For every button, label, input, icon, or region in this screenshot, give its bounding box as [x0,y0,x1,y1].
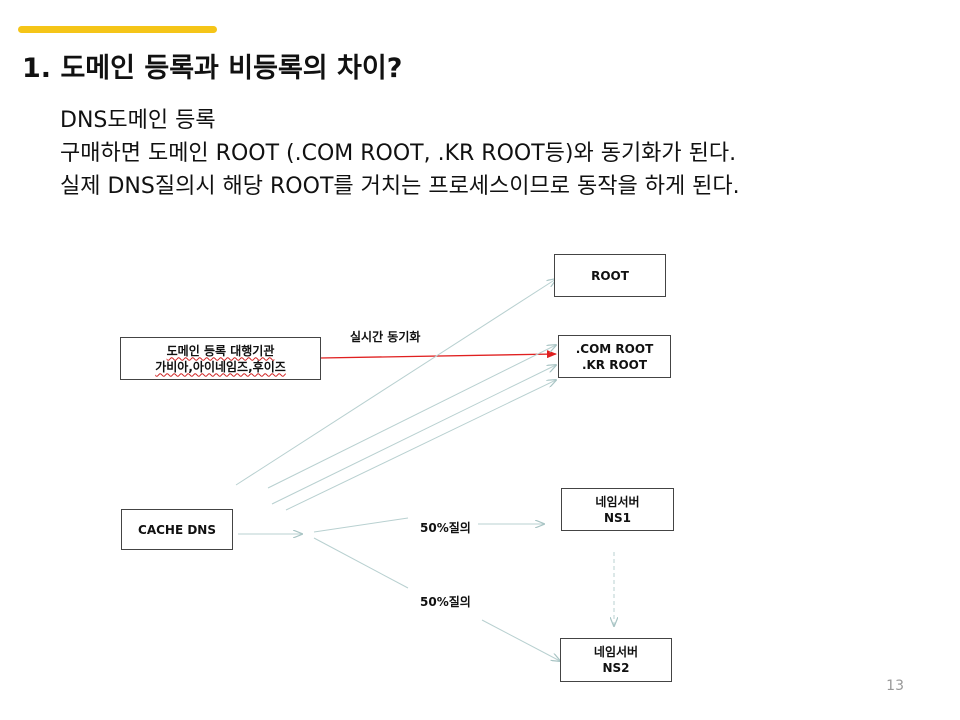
ns1-label-2: NS1 [603,510,632,525]
root-label: ROOT [591,268,629,283]
tld-root-box: .COM ROOT .KR ROOT [558,335,671,378]
body-text: DNS도메인 등록 구매하면 도메인 ROOT (.COM ROOT, .KR … [60,104,740,203]
kr-root-label: .KR ROOT [581,357,648,372]
body-line-2: 구매하면 도메인 ROOT (.COM ROOT, .KR ROOT등)와 동기… [60,141,737,166]
root-box: ROOT [554,254,666,297]
fan-line-lower [313,537,409,589]
query-label-1: 50%질의 [420,521,471,535]
ns1-label-1: 네임서버 [595,494,640,509]
fan-line-upper [313,517,409,533]
slide-title: 1. 도메인 등록과 비등록의 차이? [22,53,403,84]
ns2-box: 네임서버 NS2 [560,638,672,682]
registrar-box: 도메인 등록 대행기관 가비아,아이네임즈,후이즈 [120,337,321,380]
page-number: 13 [886,678,904,694]
cache-dns-box: CACHE DNS [121,509,233,550]
sync-label: 실시간 동기화 [350,330,421,344]
com-root-label: .COM ROOT [575,341,654,356]
cache-dns-label: CACHE DNS [138,522,216,537]
ns2-arrow [481,619,560,661]
query-arrow-tld-2 [271,365,556,505]
query-arrow-tld-3 [285,380,556,511]
accent-bar [18,26,217,33]
ns2-label-1: 네임서버 [593,645,639,659]
query-arrow-root [235,279,556,486]
registrar-label-1: 도메인 등록 대행기관 [166,343,275,358]
registrar-label-2: 가비아,아이네임즈,후이즈 [155,359,286,374]
body-line-1: DNS도메인 등록 [60,108,216,133]
query-label-2: 50%질의 [420,595,471,609]
body-line-3: 실제 DNS질의시 해당 ROOT를 거치는 프로세스이므로 동작을 하게 된다… [60,174,740,199]
ns1-box: 네임서버 NS1 [561,488,674,531]
query-arrow-tld-1 [267,345,556,489]
sync-arrow [319,350,557,359]
ns2-label-2: NS2 [602,661,630,675]
